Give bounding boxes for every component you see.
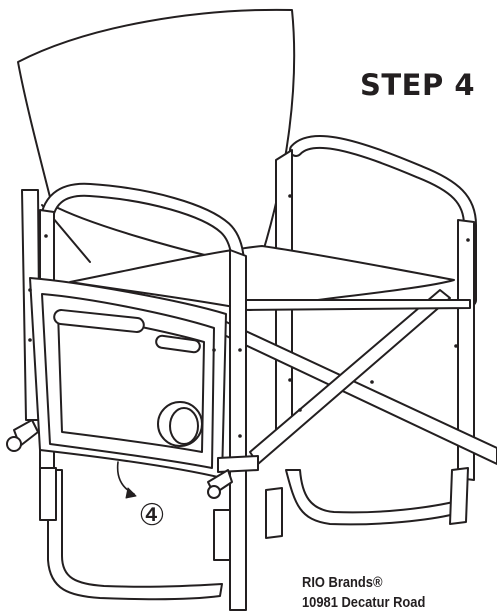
company-address: RIO Brands® 10981 Decatur Road	[302, 573, 425, 613]
hinge-lower-knob	[207, 485, 221, 499]
rotation-arrow	[116, 461, 135, 495]
hinge-right	[217, 455, 259, 473]
left-front-right-leg	[229, 249, 247, 611]
right-leg-cap-front	[265, 487, 283, 539]
company-name: RIO Brands®	[302, 574, 383, 591]
rotation-arrowhead	[125, 487, 137, 499]
right-rear-leg	[457, 219, 475, 481]
seat-canvas	[69, 245, 455, 311]
hinge-left-knob	[6, 436, 22, 452]
step-number-badge: ④	[138, 498, 166, 533]
street-address: 10981 Decatur Road	[302, 594, 426, 611]
right-leg-cap	[449, 467, 469, 525]
utensil-slot	[53, 309, 145, 333]
cross-brace-3	[229, 299, 471, 311]
right-bottom-rail	[285, 469, 463, 526]
step-title: STEP 4	[359, 68, 475, 102]
rivets	[28, 194, 470, 438]
chair-back-canvas	[17, 8, 296, 263]
middle-leg-cap	[213, 509, 231, 561]
left-bottom-rail	[47, 469, 223, 601]
utensil-slot-small	[155, 334, 201, 354]
cup-holder-inner	[169, 407, 199, 445]
left-leg-cap	[39, 467, 57, 521]
